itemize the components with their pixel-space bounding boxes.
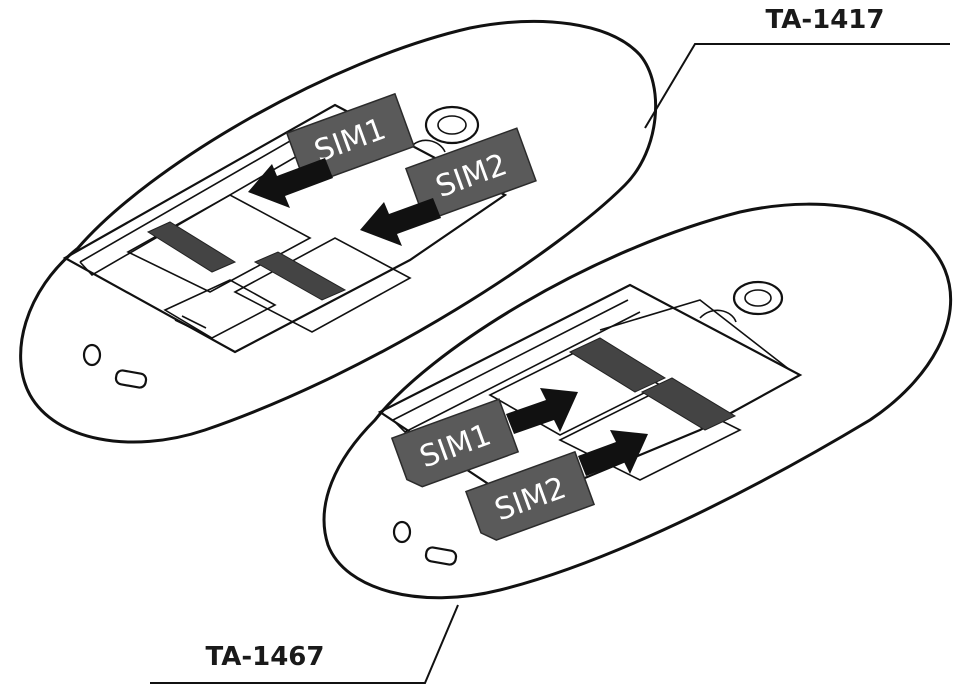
model-label-top: TA-1417: [766, 5, 885, 35]
phone-top-contact-2: [253, 251, 347, 301]
phone-bottom-jack: [392, 520, 412, 544]
phone-bottom-usb: [424, 546, 458, 566]
phone-bottom-speaker: [732, 280, 784, 316]
phone-top-compartment: [62, 103, 508, 354]
phone-top-speaker: [424, 105, 480, 145]
phone-top-arrow-1: [248, 158, 333, 208]
phone-bottom-contact-1: [568, 337, 667, 393]
leader-line-bottom: [150, 604, 459, 684]
phone-bottom: SIM1 SIM2: [322, 202, 953, 600]
phone-bottom-arrow-2: [578, 430, 648, 476]
leader-line-top: [644, 43, 950, 129]
phone-top-usb: [114, 369, 148, 389]
phone-bottom-contact-2: [640, 377, 737, 431]
model-label-bottom: TA-1467: [206, 642, 325, 672]
phone-top-contact-1: [146, 221, 237, 273]
phone-top: SIM1 SIM2: [19, 19, 658, 444]
phone-top-jack: [82, 343, 102, 367]
phone-bottom-arrow-1: [506, 388, 578, 434]
phone-top-body: [19, 19, 658, 444]
phone-top-arrow-2: [360, 198, 441, 246]
